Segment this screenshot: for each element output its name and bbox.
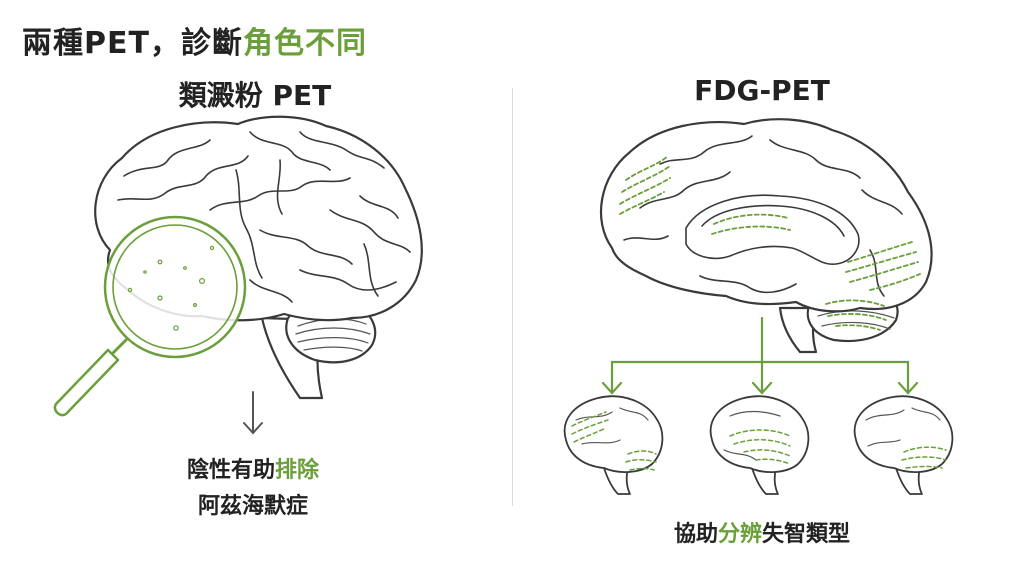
left-caption-line1-accent: 排除 [275, 458, 320, 483]
title-part1: 兩種PET，診斷 [22, 26, 243, 61]
magnifier-icon [53, 215, 247, 417]
right-panel-heading: FDG-PET [694, 74, 830, 107]
right-caption-c: 失智類型 [762, 522, 851, 547]
right-caption-a: 協助 [673, 522, 718, 547]
panel-divider [512, 88, 513, 506]
small-brain-3 [853, 395, 954, 495]
right-caption: 協助分辨失智類型 [674, 516, 850, 548]
page-title: 兩種PET，診斷角色不同 [22, 18, 367, 62]
left-caption-line1-a: 陰性有助 [186, 458, 275, 483]
left-caption-line2: 阿茲海默症 [197, 494, 309, 519]
left-panel-heading: 類澱粉 PET [178, 79, 332, 112]
left-caption-line1: 陰性有助排除 [187, 452, 319, 484]
title-part2-accent: 角色不同 [242, 26, 367, 61]
small-brain-1 [563, 395, 664, 495]
right-caption-accent: 分辨 [717, 522, 763, 547]
branch-arrows [601, 316, 919, 395]
right-brain-illustration [599, 118, 933, 354]
down-arrow-icon [243, 391, 263, 435]
small-brain-2 [709, 395, 810, 495]
